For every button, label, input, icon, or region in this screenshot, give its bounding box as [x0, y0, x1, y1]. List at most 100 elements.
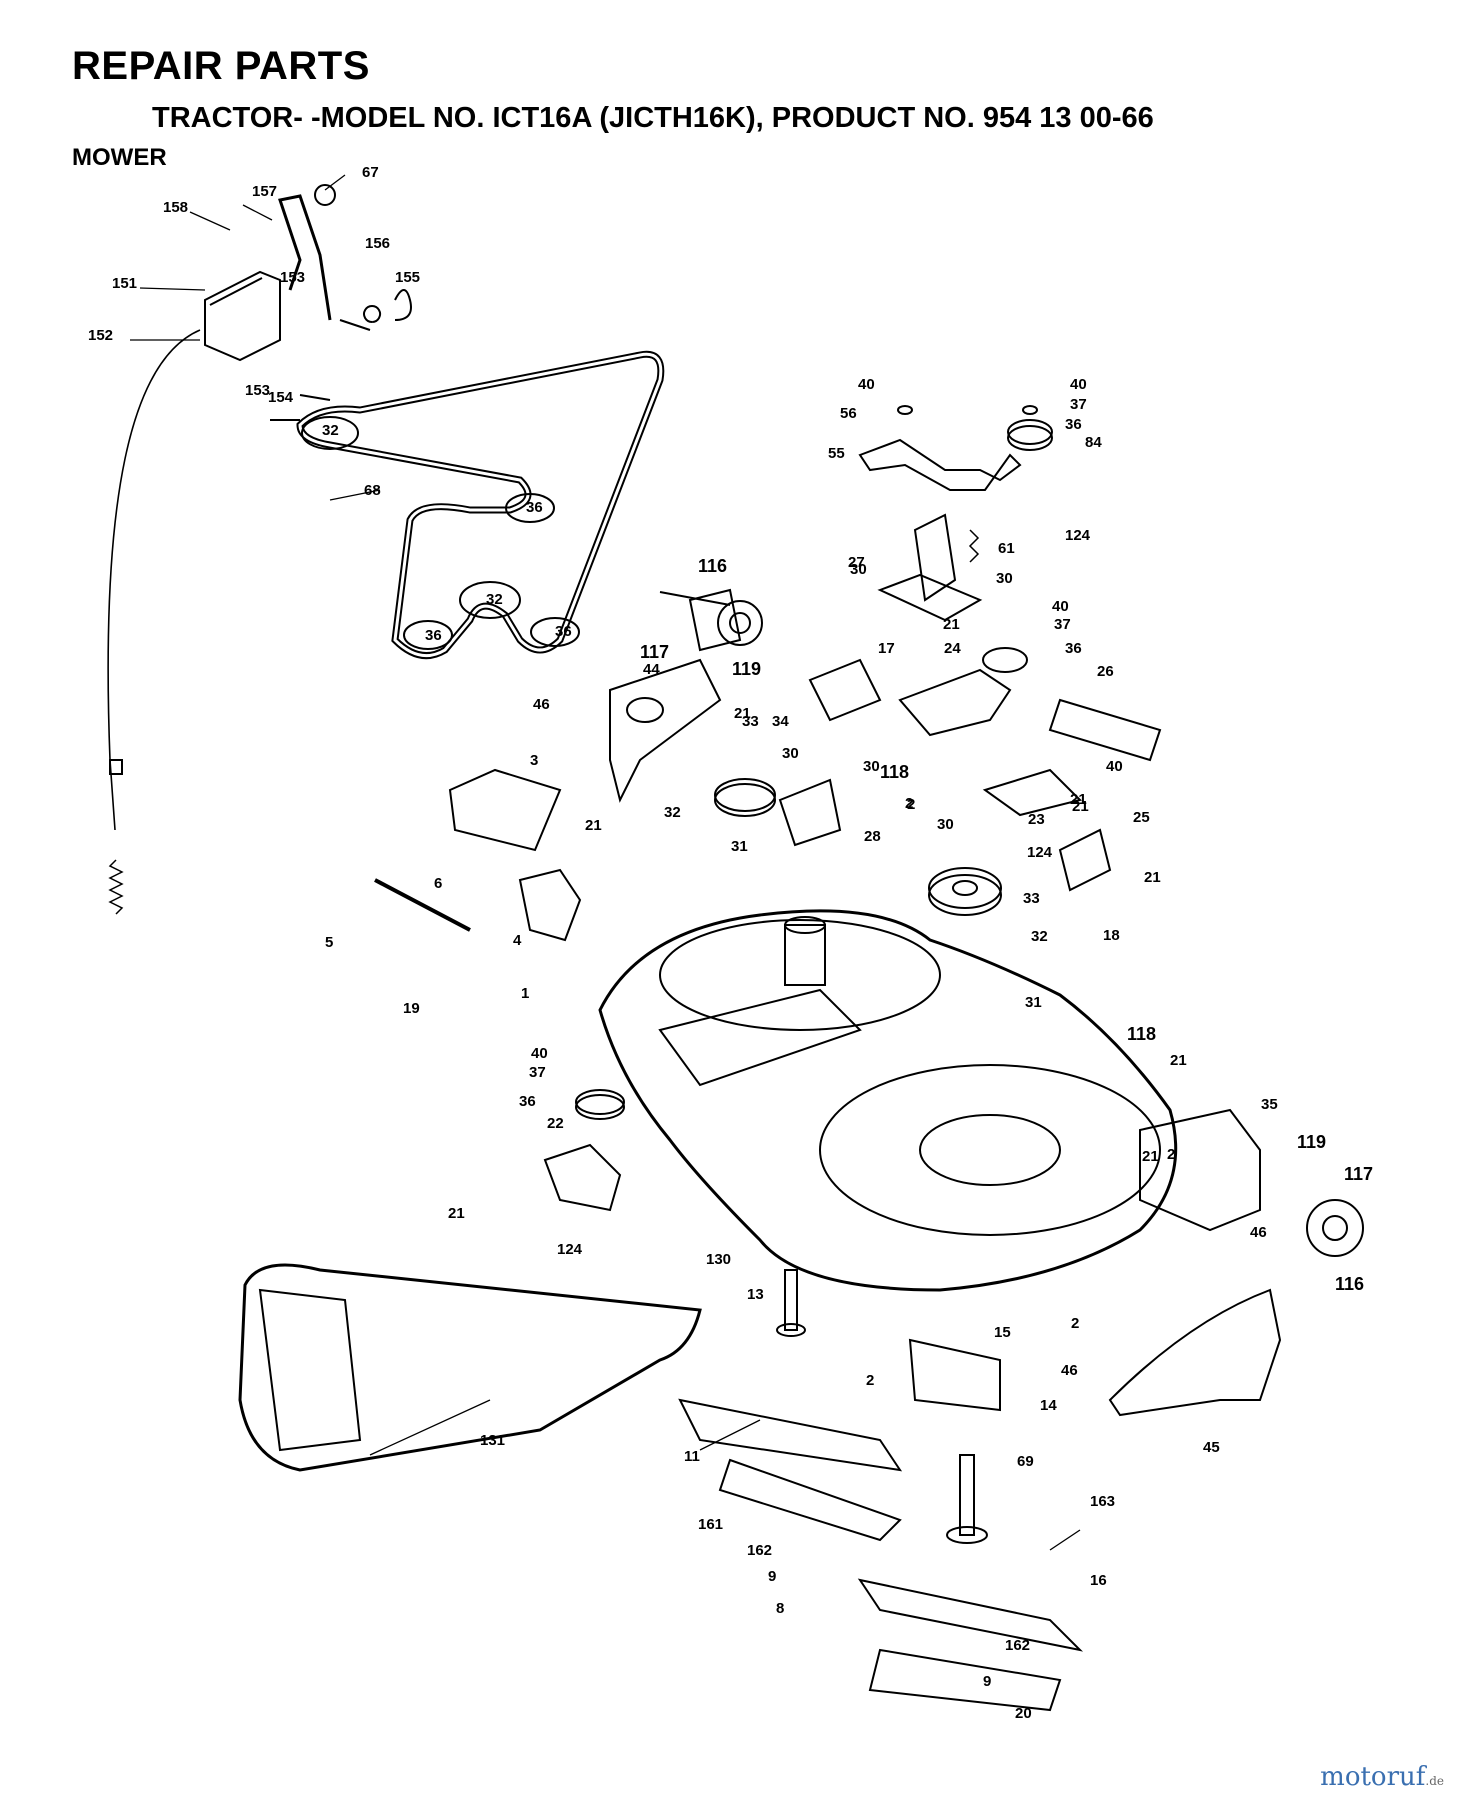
right-blade-guard [1108, 1288, 1282, 1417]
callout-label: 18 [1103, 927, 1120, 944]
callout-label: 14 [1040, 1397, 1057, 1414]
lift-lever-assembly [107, 184, 412, 915]
callout-label: 36 [425, 627, 442, 644]
callout-label: 21 [448, 1205, 465, 1222]
callout-label: 124 [1065, 527, 1091, 544]
callout-label: 153 [280, 269, 305, 286]
callout-label: 40 [531, 1045, 548, 1062]
callout-label: 20 [1015, 1705, 1032, 1722]
callout-label: 46 [1250, 1224, 1267, 1241]
callout-label: 2 [1071, 1315, 1079, 1332]
callout-label: 61 [998, 540, 1015, 557]
callout-label: 30 [782, 745, 799, 762]
callout-label: 32 [322, 422, 339, 439]
callout-label: 161 [698, 1516, 723, 1533]
callout-label: 26 [1097, 663, 1114, 680]
callout-label: 33 [1023, 890, 1040, 907]
callout-label: 118 [880, 762, 909, 782]
callout-label: 163 [1090, 1493, 1115, 1510]
callout-label: 35 [1261, 1096, 1278, 1113]
callout-label: 69 [1017, 1453, 1034, 1470]
callout-label: 37 [1070, 396, 1087, 413]
section-title: MOWER [72, 144, 167, 171]
callout-label: 21 [1142, 1148, 1159, 1165]
callout-label: 30 [850, 561, 867, 578]
callout-label: 8 [776, 1600, 784, 1617]
callout-label: 21 [943, 616, 960, 633]
callout-label: 1 [521, 985, 529, 1002]
callout-label: 162 [1005, 1637, 1030, 1654]
callout-label: 45 [1203, 1439, 1220, 1456]
callout-label: 118 [1127, 1024, 1156, 1044]
mid-pulley-assembly [609, 591, 1162, 916]
callout-label: 131 [480, 1432, 505, 1449]
callout-label: 157 [252, 183, 277, 200]
callout-label: 116 [1335, 1274, 1364, 1294]
lower-left-bracket [543, 1089, 625, 1212]
right-wheel-assembly [1139, 1108, 1364, 1257]
callout-label: 31 [1025, 994, 1042, 1011]
callout-label: 40 [1070, 376, 1087, 393]
callout-label: 84 [1085, 434, 1102, 451]
callout-label: 4 [513, 932, 522, 949]
callout-label: 36 [555, 623, 572, 640]
callout-label: 19 [403, 1000, 420, 1017]
callout-label: 56 [840, 405, 857, 422]
watermark-logo: motoruf.de [1320, 1762, 1444, 1792]
callout-label: 119 [732, 659, 761, 679]
callout-label: 25 [1133, 809, 1150, 826]
callout-label: 116 [698, 556, 727, 576]
callout-label: 124 [557, 1241, 583, 1258]
callout-label: 28 [864, 828, 881, 845]
callout-label: 22 [547, 1115, 564, 1132]
callout-label: 40 [858, 376, 875, 393]
callout-label: 21 [585, 817, 602, 834]
leader-lines [130, 174, 1081, 1551]
callout-label: 13 [747, 1286, 764, 1303]
callout-label: 46 [533, 696, 550, 713]
callout-label: 36 [1065, 640, 1082, 657]
callout-label: 2 [907, 796, 915, 813]
callout-label: 27 [848, 554, 865, 571]
callout-label: 158 [163, 199, 188, 216]
callout-label: 151 [112, 275, 137, 292]
callout-label: 130 [706, 1251, 731, 1268]
left-bracket-assembly [374, 768, 582, 942]
callout-label: 40 [1106, 758, 1123, 775]
discharge-chute [238, 1263, 702, 1472]
callout-label: 119 [1297, 1132, 1326, 1152]
callout-label: 24 [944, 640, 961, 657]
callout-label: 37 [1054, 616, 1071, 633]
callout-label: 30 [863, 758, 880, 775]
callout-label: 156 [365, 235, 390, 252]
callout-label: 117 [640, 642, 669, 662]
callout-label: 55 [828, 445, 845, 462]
left-wheel-assembly [688, 588, 742, 652]
callout-label: 21 [1144, 869, 1161, 886]
callout-label: 33 [742, 713, 759, 730]
callout-label: 153 [245, 382, 270, 399]
callout-label: 30 [937, 816, 954, 833]
blade-assembly [678, 1269, 1084, 1712]
page-title: REPAIR PARTS [72, 44, 370, 88]
callout-label: 2 [866, 1372, 874, 1389]
callout-label: 67 [362, 164, 379, 181]
callout-label: 16 [1090, 1572, 1107, 1589]
callout-label: 21 [1072, 798, 1089, 815]
callout-label: 32 [664, 804, 681, 821]
model-subtitle: TRACTOR- -MODEL NO. ICT16A (JICTH16K), P… [152, 102, 1154, 134]
callout-label: 21 [1070, 791, 1087, 808]
callout-label: 152 [88, 327, 113, 344]
callout-label: 46 [1061, 1362, 1078, 1379]
callout-label: 31 [731, 838, 748, 855]
callout-label: 36 [526, 499, 543, 516]
callout-label: 36 [519, 1093, 536, 1110]
callout-label: 32 [486, 591, 503, 608]
callout-label: 30 [996, 570, 1013, 587]
callout-label: 37 [529, 1064, 546, 1081]
callout-label: 32 [1031, 928, 1048, 945]
callout-label: 15 [994, 1324, 1011, 1341]
callout-label: 2 [905, 795, 913, 812]
